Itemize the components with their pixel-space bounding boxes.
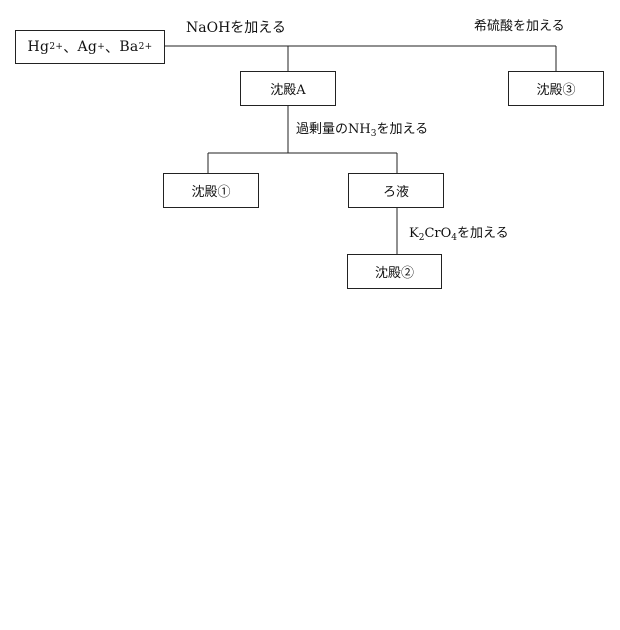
ion-separator: 、 (63, 40, 78, 56)
step-label-naoh: NaOHを加える (186, 20, 286, 36)
node-precipitate-2: 沈殿② (347, 254, 442, 289)
node-precipitate-1: 沈殿① (163, 173, 259, 208)
ion-ba: Ba (119, 39, 139, 55)
nh3-suffix: を加える (376, 122, 429, 137)
k2cro4-cro: CrO (424, 226, 452, 241)
k2cro4-k: K (409, 226, 419, 241)
step-label-excess-nh3: 過剰量のNH3を加える (296, 122, 429, 139)
k2cro4-suffix: を加える (457, 226, 509, 241)
k2cro4-o-subscript: 4 (451, 233, 458, 243)
nh3-prefix: 過剰量の (296, 122, 349, 137)
ion-hg: Hg (27, 39, 50, 55)
nh3-subscript: 3 (370, 129, 377, 139)
ion-ag: Ag (77, 39, 98, 55)
nh3-formula: NH (348, 122, 371, 137)
node-precipitate-3: 沈殿③ (508, 71, 604, 106)
node-precipitate-a: 沈殿A (240, 71, 336, 106)
step-label-sulfuric-acid: 希硫酸を加える (474, 19, 565, 34)
ion-separator: 、 (105, 40, 120, 56)
k2cro4-k-subscript: 2 (418, 233, 425, 243)
node-filtrate: ろ液 (348, 173, 444, 208)
step-label-k2cro4: K2CrO4を加える (409, 226, 509, 243)
